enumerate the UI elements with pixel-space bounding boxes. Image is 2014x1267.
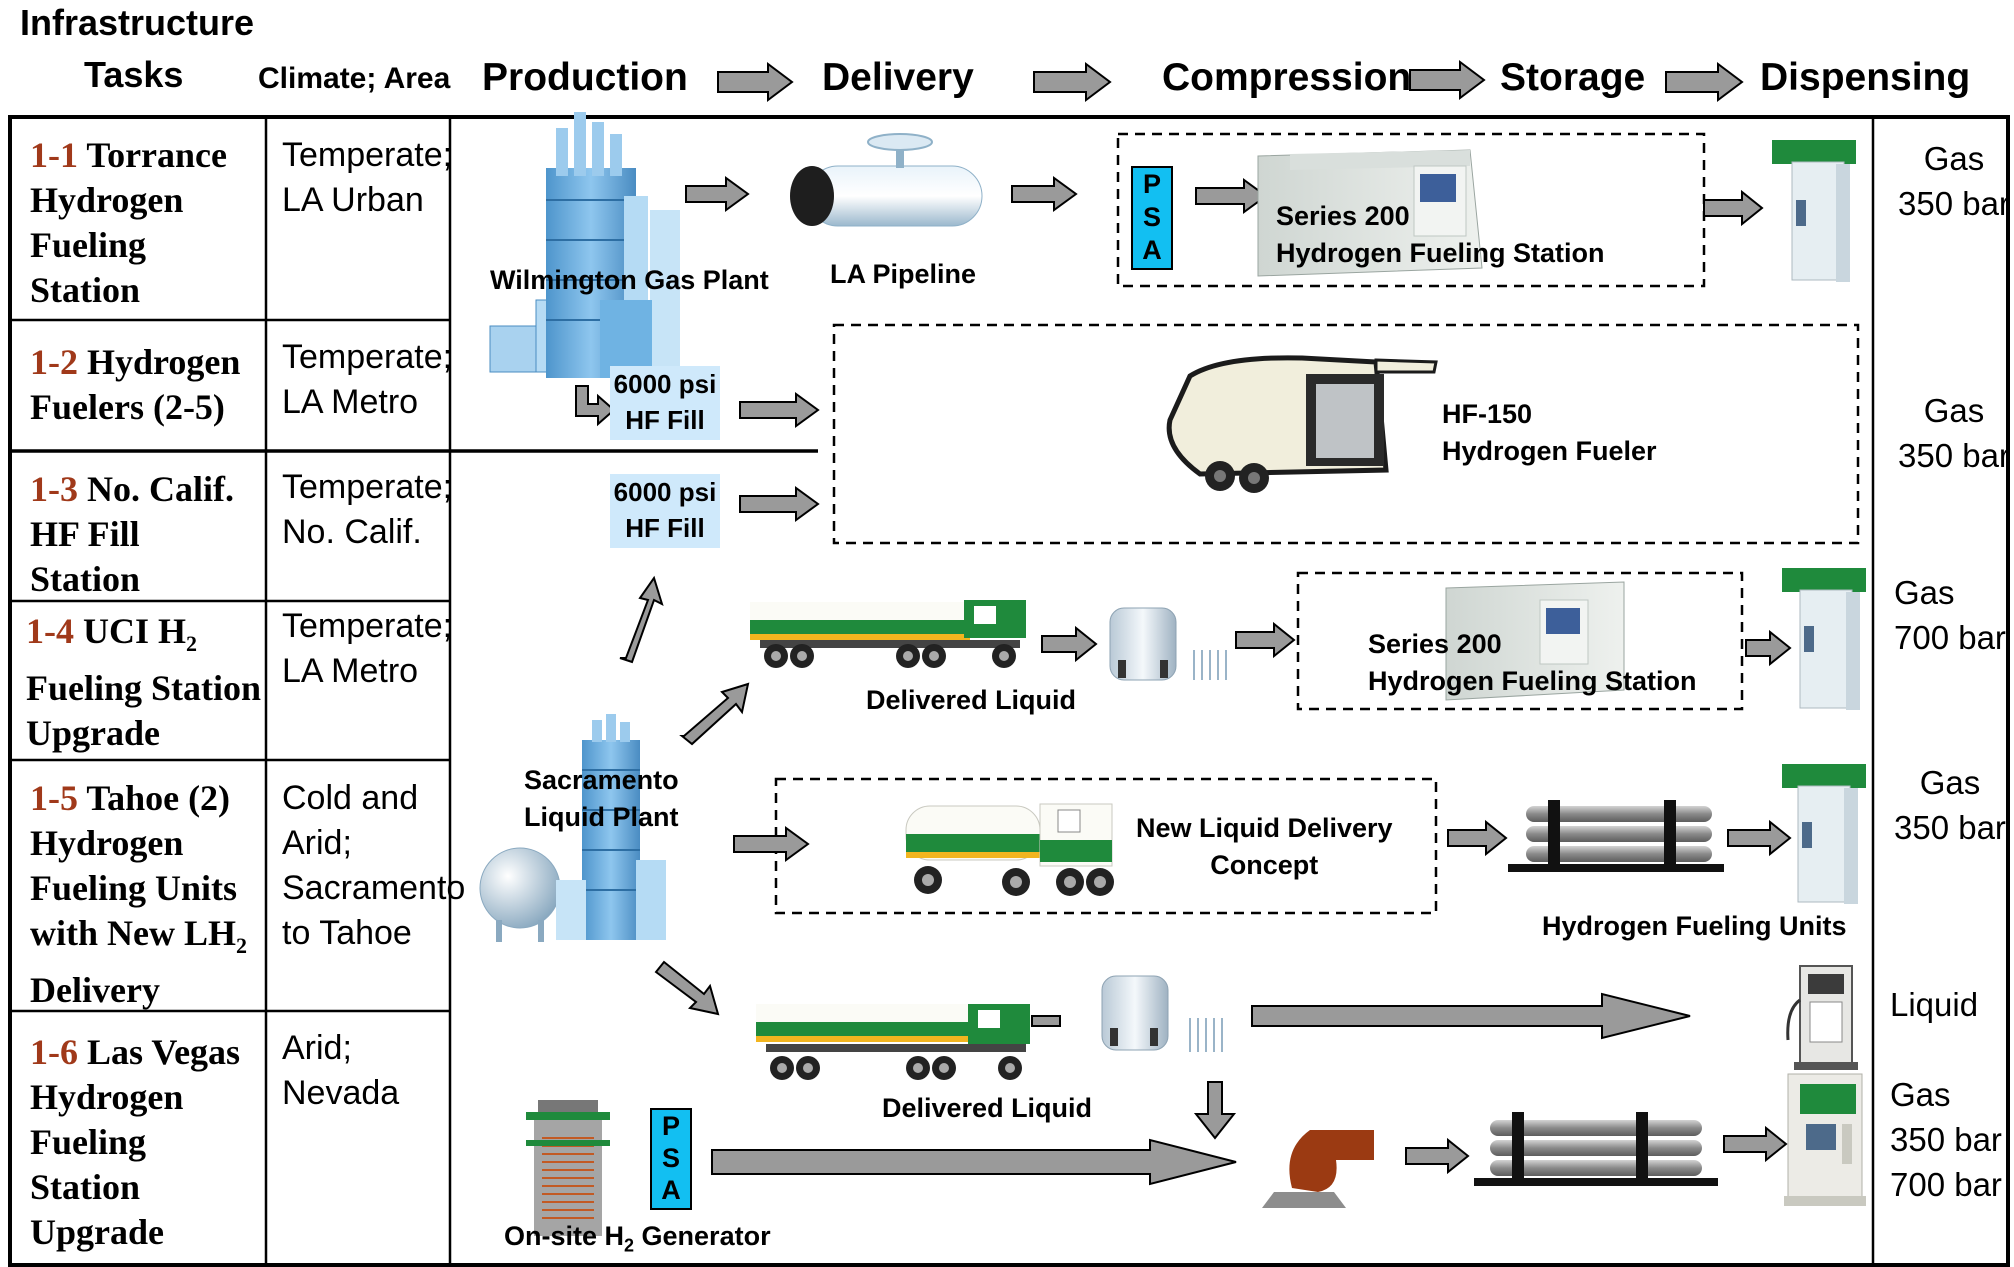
fueling-station-icon	[1445, 581, 1625, 701]
storage-tubes-icon	[1508, 800, 1724, 872]
la-pipeline-label: LA Pipeline	[830, 259, 977, 289]
plant-tower-icon	[556, 714, 666, 940]
header-production: Production	[482, 56, 688, 99]
header-compression: Compression	[1162, 56, 1412, 99]
delivered-liquid-label-1: Delivered Liquid	[866, 685, 1077, 715]
header-storage: Storage	[1500, 56, 1646, 99]
vaporizer-icon	[1193, 650, 1227, 680]
climate-1-1: Temperate;LA Urban	[282, 136, 453, 219]
header-delivery: Delivery	[822, 56, 974, 99]
storage-tubes-icon	[1474, 1112, 1718, 1186]
onsite-generator-label: On-site H2 Generator	[504, 1221, 771, 1256]
climate-1-2: Temperate;LA Metro	[282, 338, 453, 421]
task-1-1: 1-1 Torrance Hydrogen Fueling Station	[30, 135, 228, 310]
trailer-icon	[1166, 355, 1438, 493]
pipeline-icon	[790, 133, 983, 227]
flow-arrows	[619, 176, 1792, 1186]
storage-tank-icon	[1109, 607, 1177, 681]
wilmington-label: Wilmington Gas Plant	[490, 265, 769, 295]
header-dispensing: Dispensing	[1760, 56, 1971, 99]
tanker-truck-icon	[905, 803, 1114, 896]
liquid-dispenser-icon	[1786, 965, 1858, 1070]
compressor-icon	[1262, 1130, 1374, 1208]
task-1-6: 1-6 Las Vegas Hydrogen Fueling Station U…	[30, 1032, 241, 1252]
header-infrastructure: Infrastructure	[20, 2, 255, 43]
vaporizer-icon	[1189, 1018, 1223, 1052]
dispenser-icon	[1782, 764, 1866, 904]
task-1-3: 1-3 No. Calif. HF Fill Station	[30, 469, 234, 599]
dispenser-icon	[1772, 140, 1856, 282]
header-arrows	[717, 60, 1744, 102]
header-climate-area: Climate; Area	[258, 62, 451, 95]
fueling-units-label: Hydrogen Fueling Units	[1542, 911, 1847, 941]
task-1-2: 1-2 Hydrogen Fuelers (2-5)	[30, 342, 241, 427]
reformer-icon	[526, 1100, 610, 1236]
dispenser-icon	[1784, 1073, 1866, 1206]
l-arrow	[575, 385, 616, 427]
storage-tank-icon	[1101, 975, 1169, 1051]
task-1-5: 1-5 Tahoe (2) Hydrogen Fueling Units wit…	[30, 778, 247, 1011]
table-frame	[8, 115, 2010, 1267]
sphere-tank-icon	[479, 847, 561, 942]
header-tasks: Tasks	[84, 54, 184, 95]
plant-tower-icon	[489, 112, 680, 378]
task-1-4: 1-4 UCI H2 Fueling Station Upgrade	[26, 611, 262, 754]
climate-1-3: Temperate;No. Calif.	[282, 468, 453, 551]
fueling-station-icon	[1257, 149, 1483, 277]
dispenser-icon	[1782, 568, 1866, 710]
tanker-truck-icon	[750, 600, 1026, 668]
delivered-liquid-label-2: Delivered Liquid	[882, 1093, 1093, 1123]
dispensing-row-5: Liquid	[1890, 986, 1979, 1023]
climate-1-6: Arid;Nevada	[282, 1029, 400, 1112]
climate-1-4: Temperate;LA Metro	[282, 607, 453, 690]
tanker-truck-icon	[756, 1004, 1030, 1080]
